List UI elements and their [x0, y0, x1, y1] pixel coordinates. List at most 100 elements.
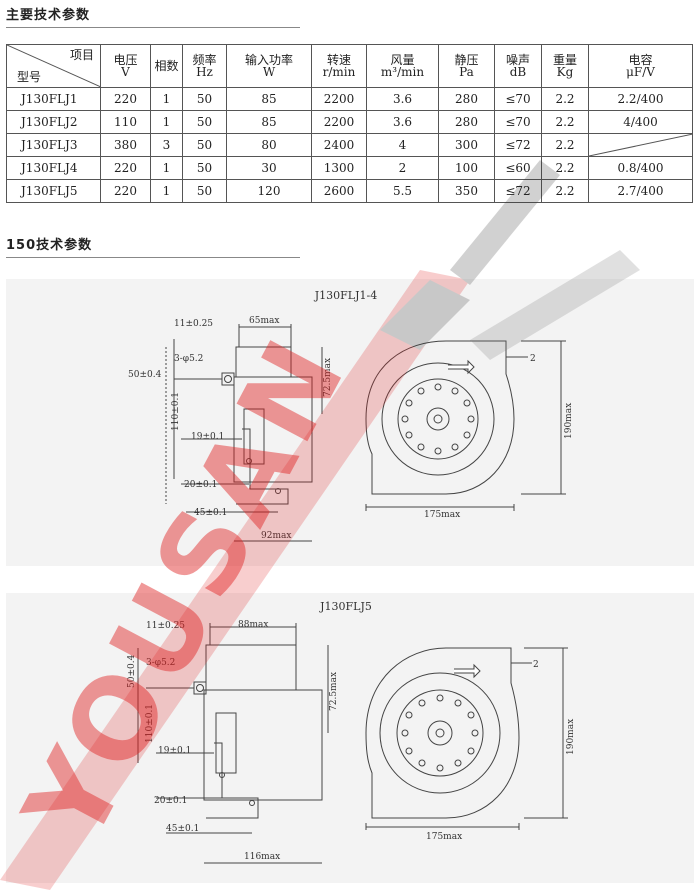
cell: 1 — [150, 110, 183, 134]
diagonal-line — [7, 45, 101, 87]
cell: 3 — [150, 133, 183, 157]
cell: 85 — [226, 87, 312, 111]
dim-label: 92max — [261, 531, 291, 541]
cell: 220 — [100, 87, 151, 111]
cell-model: J130FLJ2 — [6, 110, 101, 134]
cell: 85 — [226, 110, 312, 134]
cell: 4 — [366, 133, 439, 157]
cell: ≤60 — [494, 156, 542, 180]
cell-model: J130FLJ1 — [6, 87, 101, 111]
section-underline — [6, 257, 300, 258]
cell: 2.7/400 — [588, 179, 693, 203]
drawing-panel-j130flj5: J130FLJ5 11±0.25 88max 3-φ5.2 50±0.4 110… — [6, 593, 694, 883]
dim-label: 190max — [564, 403, 574, 439]
table-row: J130FLJ4 220 1 50 30 1300 2 100 ≤60 2.2 … — [6, 156, 693, 180]
cell: 50 — [182, 87, 227, 111]
side-view — [165, 324, 323, 542]
header-item-label: 项目 — [69, 48, 94, 62]
cell: 50 — [182, 110, 227, 134]
dim-label: 110±0.1 — [171, 392, 181, 431]
drawing-title: J130FLJ1-4 — [314, 289, 377, 302]
cell: 2200 — [311, 110, 367, 134]
cell: ≤70 — [494, 110, 542, 134]
cell: 2.2 — [541, 133, 589, 157]
cell: 110 — [100, 110, 151, 134]
cell: 300 — [438, 133, 495, 157]
dim-label: 175max — [424, 510, 460, 520]
cell-model: J130FLJ3 — [6, 133, 101, 157]
cell: ≤72 — [494, 179, 542, 203]
cell: ≤72 — [494, 133, 542, 157]
dim-label: 19±0.1 — [158, 746, 191, 756]
cell: 2.2/400 — [588, 87, 693, 111]
cell: ≤70 — [494, 87, 542, 111]
technical-drawing: J130FLJ1-4 11±0.25 65max 3-φ5.2 50±0.4 — [128, 289, 574, 542]
cell: 220 — [100, 179, 151, 203]
dim-label: 190max — [566, 719, 576, 755]
cell: 0.8/400 — [588, 156, 693, 180]
dim-label: 20±0.1 — [154, 796, 187, 806]
dim-label: 65max — [249, 316, 279, 326]
table-row: J130FLJ1 220 1 50 85 2200 3.6 280 ≤70 2.… — [6, 87, 693, 111]
dim-label: 19±0.1 — [191, 432, 224, 442]
column-header-phase: 相数 — [150, 44, 183, 88]
cell: 2 — [366, 156, 439, 180]
dim-label: 11±0.25 — [174, 319, 213, 329]
front-view — [365, 647, 568, 830]
table-row: J130FLJ2 110 1 50 85 2200 3.6 280 ≤70 2.… — [6, 110, 693, 134]
dim-label: 45±0.1 — [166, 824, 199, 834]
cell: 2.2 — [541, 179, 589, 203]
cell: 2600 — [311, 179, 367, 203]
side-view — [137, 623, 329, 864]
dim-label: 20±0.1 — [184, 480, 217, 490]
cell: 50 — [182, 179, 227, 203]
cell: 1 — [150, 87, 183, 111]
dim-label: 11±0.25 — [146, 621, 185, 631]
cell: 120 — [226, 179, 312, 203]
cell: 350 — [438, 179, 495, 203]
cell: 280 — [438, 87, 495, 111]
cell: 1 — [150, 156, 183, 180]
dim-label: 45±0.1 — [194, 508, 227, 518]
cell: 4/400 — [588, 110, 693, 134]
cell: 30 — [226, 156, 312, 180]
cell: 50 — [182, 156, 227, 180]
cell: 1300 — [311, 156, 367, 180]
header-model-label: 型号 — [17, 70, 42, 84]
cell: 2400 — [311, 133, 367, 157]
dim-label: 2 — [530, 354, 536, 364]
table-row: J130FLJ5 220 1 50 120 2600 5.5 350 ≤72 2… — [6, 179, 693, 203]
drawing-panel-j130flj1-4: J130FLJ1-4 11±0.25 65max 3-φ5.2 50±0.4 — [6, 279, 694, 566]
header-diagonal-cell: 项目 型号 — [6, 44, 101, 88]
fan-holes — [401, 694, 479, 772]
dim-label: 3-φ5.2 — [146, 658, 175, 668]
cell: 3.6 — [366, 87, 439, 111]
cell-blank-diagonal — [588, 133, 693, 157]
section-title-main-specs: 主要技术参数 — [6, 8, 91, 23]
technical-drawing: J130FLJ5 11±0.25 88max 3-φ5.2 50±0.4 110… — [127, 600, 576, 864]
cell: 380 — [100, 133, 151, 157]
dim-label: 88max — [238, 620, 268, 630]
cell: 50 — [182, 133, 227, 157]
cell: 2200 — [311, 87, 367, 111]
cell: 3.6 — [366, 110, 439, 134]
cell: 2.2 — [541, 156, 589, 180]
dim-label: 50±0.4 — [127, 654, 137, 688]
cell: 100 — [438, 156, 495, 180]
cell: 2.2 — [541, 110, 589, 134]
cell: 2.2 — [541, 87, 589, 111]
dim-label: 2 — [533, 660, 539, 670]
section-title-150-specs: 150技术参数 — [6, 238, 93, 253]
dim-label: 175max — [426, 832, 462, 842]
cell-model: J130FLJ4 — [6, 156, 101, 180]
section-underline — [6, 27, 300, 28]
